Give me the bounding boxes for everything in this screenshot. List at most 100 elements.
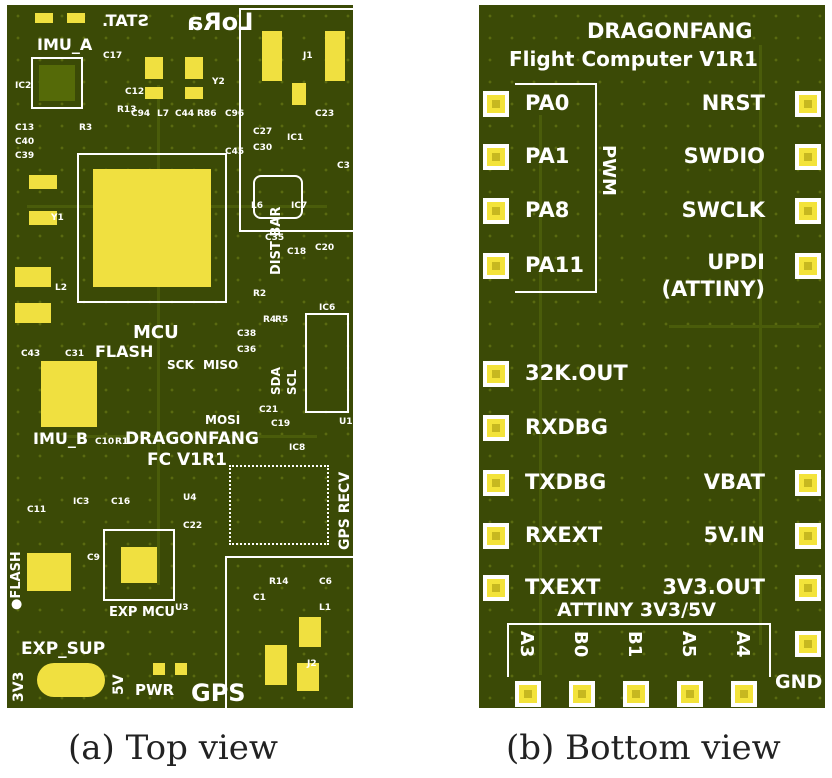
refdes-r1: R1 xyxy=(115,437,129,447)
attiny-pin-b1: B1 xyxy=(624,631,645,658)
refdes-c38: C38 xyxy=(237,329,257,339)
refdes-ic1: IC1 xyxy=(287,133,304,143)
label-updi: UPDI xyxy=(707,250,765,274)
mosi-label: MOSI xyxy=(205,413,241,427)
refdes-c13: C13 xyxy=(15,123,35,133)
label-swdio: SWDIO xyxy=(683,144,765,168)
attiny-pin-a5: A5 xyxy=(678,631,699,658)
label-pa8: PA8 xyxy=(525,198,570,222)
refdes-r3: R3 xyxy=(79,123,93,133)
refdes-c31: C31 xyxy=(65,349,85,359)
refdes-r2: R2 xyxy=(253,289,267,299)
imu-b-label: IMU_B xyxy=(33,429,89,448)
label-swclk: SWCLK xyxy=(681,198,765,222)
fc-version-label: FC V1R1 xyxy=(147,450,227,470)
mcu-label: MCU xyxy=(133,322,179,343)
refdes-c12: C12 xyxy=(125,87,145,97)
imu-a-outline xyxy=(31,57,83,109)
refdes-c45: C45 xyxy=(225,147,245,157)
refdes-ic6: IC6 xyxy=(319,303,336,313)
refdes-c20: C20 xyxy=(315,243,335,253)
pcb-top-view: LoRa STAT. IMU_A MCU FLASH SCK MISO MOSI… xyxy=(5,3,355,710)
refdes-c23: C23 xyxy=(315,109,335,119)
stat-label: STAT. xyxy=(102,11,149,30)
pwm-label: PWM xyxy=(598,145,619,196)
pad-b0 xyxy=(569,681,595,707)
pad-pa1 xyxy=(483,144,509,170)
miso-label: MISO xyxy=(203,358,239,372)
caption-top-view: (a) Top view xyxy=(68,728,278,768)
refdes-c43: C43 xyxy=(21,349,41,359)
label-nrst: NRST xyxy=(701,91,765,115)
refdes-c6: C6 xyxy=(319,577,332,587)
refdes-c27: C27 xyxy=(253,127,273,137)
refdes-r4: R4 xyxy=(263,315,277,325)
pad-a5 xyxy=(677,681,703,707)
sck-label: SCK xyxy=(167,358,194,372)
pad-a4 xyxy=(731,681,757,707)
gps-region xyxy=(225,556,355,710)
refdes-c40: C40 xyxy=(15,137,35,147)
stat-led-2 xyxy=(67,13,85,23)
refdes-u4: U4 xyxy=(183,493,197,503)
label-attiny: (ATTINY) xyxy=(661,277,765,301)
pad-32k-out xyxy=(483,361,509,387)
label-txdbg: TXDBG xyxy=(525,470,607,494)
pad-rxext xyxy=(483,523,509,549)
refdes-l6: L6 xyxy=(251,201,263,211)
gps-label: GPS xyxy=(191,679,246,707)
refdes-c44: C44 xyxy=(175,109,195,119)
refdes-c18: C18 xyxy=(287,247,307,257)
exp-mcu-chip xyxy=(121,547,157,583)
label-pa1: PA1 xyxy=(525,144,570,168)
pad-swdio xyxy=(795,144,821,170)
refdes-u1: U1 xyxy=(339,417,353,427)
sda-label: SDA xyxy=(269,367,283,395)
pad-txext xyxy=(483,575,509,601)
scl-label: SCL xyxy=(285,369,299,395)
exp-mcu-outline xyxy=(103,529,175,601)
label-gnd: GND xyxy=(775,671,823,693)
refdes-c16: C16 xyxy=(111,497,131,507)
label-vbat: VBAT xyxy=(703,470,765,494)
stat-led xyxy=(35,13,53,23)
pwr-label: PWR xyxy=(135,681,175,699)
refdes-c3: C3 xyxy=(337,161,350,171)
refdes-j2: J2 xyxy=(307,659,317,669)
refdes-c22: C22 xyxy=(183,521,203,531)
refdes-c19: C19 xyxy=(271,419,291,429)
pwm-box xyxy=(515,83,597,293)
refdes-ic2: IC2 xyxy=(15,81,32,91)
refdes-l1: L1 xyxy=(319,603,331,613)
pad-updi xyxy=(795,253,821,279)
gps-recv-label: GPS RECV xyxy=(337,471,353,550)
attiny-pin-a3: A3 xyxy=(516,631,537,658)
refdes-r5: R5 xyxy=(275,315,289,325)
refdes-c30: C30 xyxy=(253,143,273,153)
flash-dot-label: ●FLASH xyxy=(9,551,24,610)
imu-a-label: IMU_A xyxy=(37,35,93,54)
bottom-title-2: Flight Computer V1R1 xyxy=(509,47,758,71)
attiny-box xyxy=(507,623,771,677)
pad-txdbg xyxy=(483,470,509,496)
refdes-ic8: IC8 xyxy=(289,443,306,453)
exp-sup-label: EXP_SUP xyxy=(21,639,106,659)
pcb-bottom-view: DRAGONFANG Flight Computer V1R1 PWM PA0 … xyxy=(477,3,827,710)
pad-rxdbg xyxy=(483,415,509,441)
pad-pa8 xyxy=(483,198,509,224)
refdes-c9: C9 xyxy=(87,553,100,563)
j1-region xyxy=(239,8,355,232)
refdes-c10: C10 xyxy=(95,437,115,447)
refdes-l7: L7 xyxy=(157,109,169,119)
exp-mcu-label: EXP MCU xyxy=(109,605,175,620)
imu-a-chip xyxy=(39,65,75,101)
pad-gnd xyxy=(795,631,821,657)
refdes-c17: C17 xyxy=(103,51,123,61)
pad-vbat xyxy=(795,470,821,496)
pad-a3 xyxy=(515,681,541,707)
attiny-pin-b0: B0 xyxy=(570,631,591,658)
flash-label: FLASH xyxy=(95,342,154,361)
refdes-ic7: IC7 xyxy=(291,201,308,211)
pad-nrst xyxy=(795,91,821,117)
5v-label: 5V xyxy=(111,674,127,695)
